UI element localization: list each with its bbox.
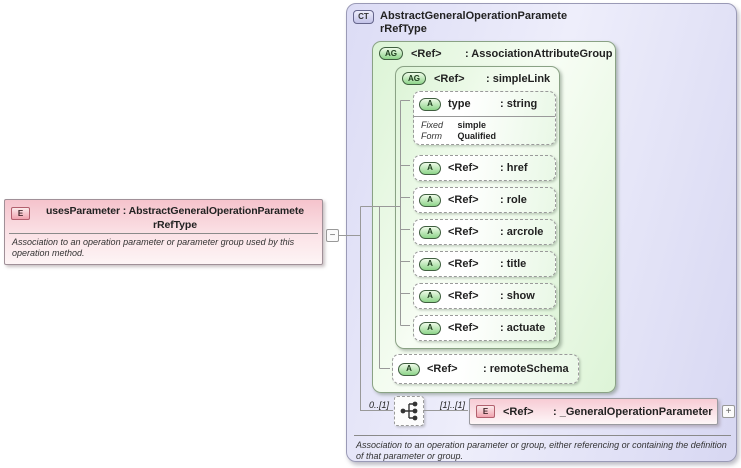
element-general-operation-parameter[interactable]: E <Ref> : _GeneralOperationParameter	[469, 398, 718, 425]
attribute-name: type	[448, 98, 471, 110]
expand-button[interactable]: +	[722, 405, 735, 418]
facet-form-value: Qualified	[457, 131, 497, 141]
facet-fixed-label: Fixed	[421, 120, 444, 130]
attribute-show[interactable]: A <Ref> : show	[413, 283, 556, 309]
attribute-type-name: : arcrole	[500, 226, 544, 238]
occurrence-min-label: 0..[1]	[369, 400, 390, 410]
sequence-icon[interactable]	[394, 396, 424, 426]
attribute-remote-schema[interactable]: A <Ref> : remoteSchema	[392, 354, 579, 384]
attribute-type-name: : show	[500, 290, 535, 302]
attribute-type-name: : string	[500, 98, 538, 110]
attribute-badge: A	[419, 321, 441, 335]
attribute-type-name: : actuate	[500, 322, 546, 334]
sequence-glyph	[400, 401, 418, 421]
attribute-type-name: : title	[500, 258, 527, 270]
simplelink-type: : simpleLink	[486, 72, 551, 85]
attribute-type-name: : remoteSchema	[483, 363, 569, 375]
attribute-facets: Fixed simple Form Qualified	[414, 116, 555, 142]
attribute-badge: A	[419, 97, 441, 111]
element-badge: E	[11, 207, 30, 220]
attribute-arcrole[interactable]: A <Ref> : arcrole	[413, 219, 556, 245]
attribute-badge: A	[419, 161, 441, 175]
attribute-actuate[interactable]: A <Ref> : actuate	[413, 315, 556, 341]
attribute-name: <Ref>	[448, 194, 479, 206]
complex-type-title-line1: AbstractGeneralOperationParamete	[380, 10, 568, 22]
simplelink-name: <Ref>	[434, 72, 465, 85]
complex-type-description: Association to an operation parameter or…	[356, 440, 727, 461]
attribute-href[interactable]: A <Ref> : href	[413, 155, 556, 181]
attribute-group-type: : AssociationAttributeGroup	[465, 47, 613, 60]
complex-type-box[interactable]: CT AbstractGeneralOperationParamete rRef…	[346, 3, 737, 462]
uses-parameter-title-line1: usesParameter : AbstractGeneralOperation…	[45, 205, 304, 217]
complex-type-title: AbstractGeneralOperationParamete rRefTyp…	[380, 10, 567, 36]
attribute-type-name: : role	[500, 194, 527, 206]
attribute-badge: A	[419, 225, 441, 239]
child-element-type: : _GeneralOperationParameter	[553, 405, 713, 418]
complex-type-badge: CT	[353, 10, 374, 24]
facet-form-label: Form	[421, 131, 442, 141]
attribute-role[interactable]: A <Ref> : role	[413, 187, 556, 213]
attribute-type-name: : href	[500, 162, 528, 174]
attribute-type[interactable]: A type : string Fixed simple Form Qualif…	[413, 91, 556, 145]
attribute-badge: A	[398, 362, 420, 376]
attribute-name: <Ref>	[448, 322, 479, 334]
child-element-name: <Ref>	[503, 405, 534, 418]
facet-form: Form Qualified	[421, 131, 555, 142]
attribute-badge: A	[419, 289, 441, 303]
uses-parameter-title-line2: rRefType	[153, 219, 197, 231]
attribute-group-badge: AG	[379, 47, 403, 60]
facet-fixed: Fixed simple	[421, 120, 555, 131]
attribute-badge: A	[419, 193, 441, 207]
element-uses-parameter[interactable]: E usesParameter : AbstractGeneralOperati…	[4, 199, 323, 265]
attribute-group-association[interactable]: AG <Ref> : AssociationAttributeGroup AG …	[372, 41, 616, 393]
attribute-group-name: <Ref>	[411, 47, 442, 60]
facet-fixed-value: simple	[457, 120, 487, 130]
attribute-name: <Ref>	[427, 363, 458, 375]
divider	[354, 435, 731, 436]
attribute-title[interactable]: A <Ref> : title	[413, 251, 556, 277]
occurrence-range-label: [1]..[1]	[440, 400, 466, 410]
attribute-name: <Ref>	[448, 162, 479, 174]
uses-parameter-title: usesParameter : AbstractGeneralOperation…	[30, 204, 320, 232]
divider	[9, 233, 318, 234]
attribute-name: <Ref>	[448, 226, 479, 238]
uses-parameter-description: Association to an operation parameter or…	[12, 237, 295, 258]
element-badge: E	[476, 405, 495, 418]
collapse-handle[interactable]: −	[326, 229, 339, 242]
complex-type-title-line2: rRefType	[380, 23, 427, 35]
attribute-name: <Ref>	[448, 258, 479, 270]
attribute-group-badge: AG	[402, 72, 426, 85]
attribute-group-simplelink[interactable]: AG <Ref> : simpleLink A type : string Fi…	[395, 66, 560, 349]
attribute-badge: A	[419, 257, 441, 271]
attribute-name: <Ref>	[448, 290, 479, 302]
